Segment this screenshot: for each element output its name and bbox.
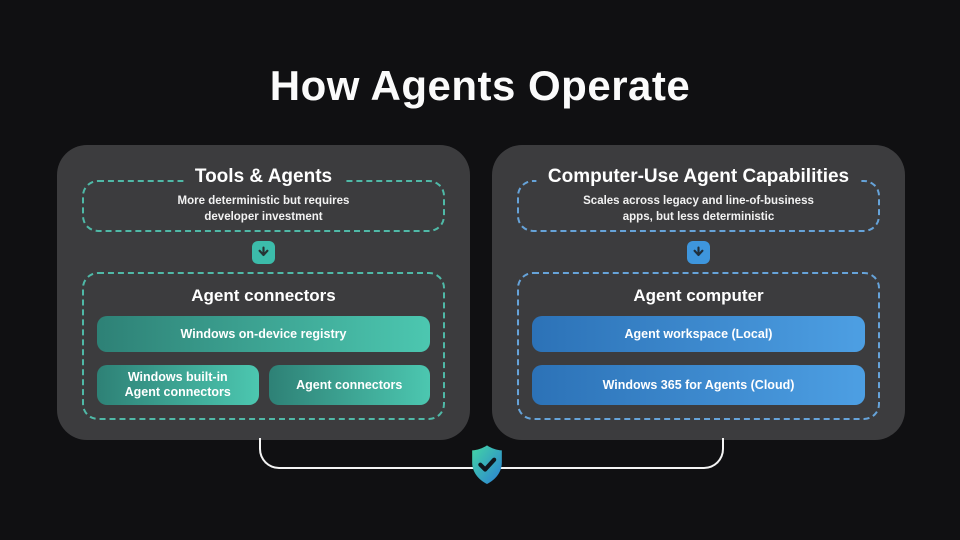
group-box-agent-computer: Agent computer Agent workspace (Local) W… bbox=[517, 272, 880, 420]
panel-title-tools-agents: Tools & Agents bbox=[182, 166, 345, 188]
node-agent-connectors: Agent connectors bbox=[268, 365, 430, 405]
subtitle-line: apps, but less deterministic bbox=[622, 210, 775, 223]
slide-title: How Agents Operate bbox=[269, 62, 691, 109]
capability-box-tools-agents: Tools & Agents More deterministic but re… bbox=[82, 166, 445, 232]
connector-line-left bbox=[259, 438, 487, 469]
node-agent-workspace-local: Agent workspace (Local) bbox=[532, 316, 865, 352]
shield-check-icon bbox=[467, 443, 507, 492]
group-box-agent-connectors: Agent connectors Windows on-device regis… bbox=[82, 272, 445, 420]
node-windows-on-device-registry: Windows on-device registry bbox=[97, 316, 430, 352]
panel-subtitle-computer-use: Scales across legacy and line-of-busines… bbox=[583, 194, 814, 224]
panel-subtitle-tools-agents: More deterministic but requires develope… bbox=[178, 194, 350, 224]
subtitle-line: developer investment bbox=[204, 210, 323, 223]
subtitle-line: Scales across legacy and line-of-busines… bbox=[583, 195, 814, 208]
connector-line-right bbox=[487, 438, 724, 469]
capability-box-computer-use: Computer-Use Agent Capabilities Scales a… bbox=[517, 166, 880, 232]
panel-tools-and-agents: Tools & Agents More deterministic but re… bbox=[57, 145, 470, 440]
node-windows-built-in-agent-connectors: Windows built-in Agent connectors bbox=[97, 365, 259, 405]
group-title-agent-connectors: Agent connectors bbox=[191, 286, 336, 305]
download-arrow-icon bbox=[252, 241, 275, 264]
panel-computer-use-agent: Computer-Use Agent Capabilities Scales a… bbox=[492, 145, 905, 440]
node-windows-365-for-agents-cloud: Windows 365 for Agents (Cloud) bbox=[532, 365, 865, 405]
panel-title-computer-use: Computer-Use Agent Capabilities bbox=[535, 166, 862, 188]
group-title-agent-computer: Agent computer bbox=[633, 286, 764, 305]
node-row: Windows built-in Agent connectors Agent … bbox=[97, 365, 430, 405]
subtitle-line: More deterministic but requires bbox=[177, 195, 350, 208]
download-arrow-icon bbox=[687, 241, 710, 264]
